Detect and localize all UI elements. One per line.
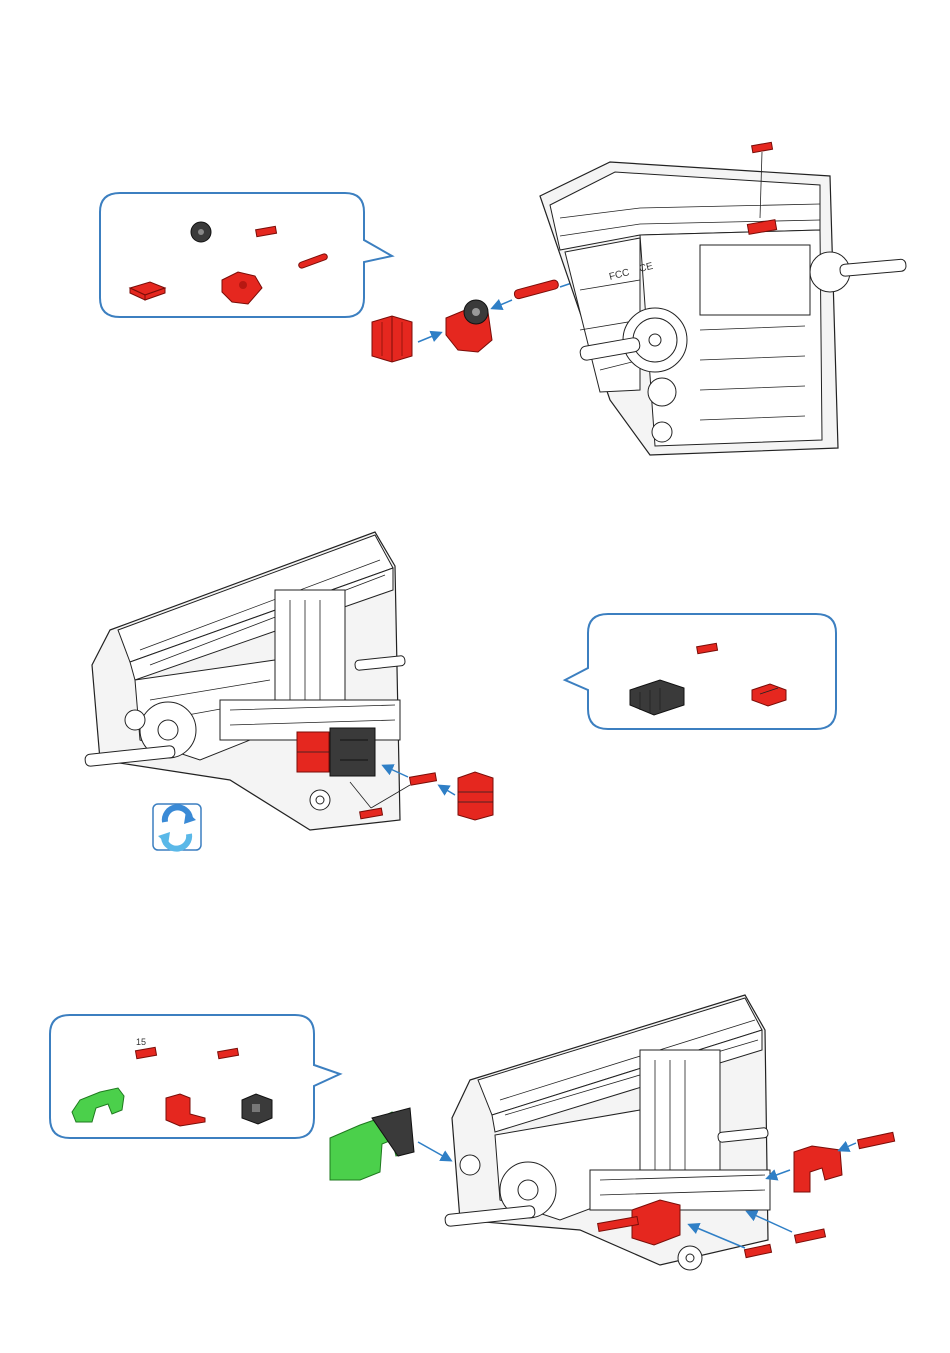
step-3-red-angle-part <box>794 1146 842 1192</box>
step-3-red-clip-mid <box>794 1229 825 1243</box>
small-gear-icon <box>648 378 676 406</box>
step-1-red-block <box>372 316 412 362</box>
rotate-icon <box>153 804 201 850</box>
step-3-red-clip-top <box>858 1132 895 1148</box>
step-3-model <box>445 995 770 1270</box>
step-1-parts-callout <box>100 193 392 317</box>
step-1-red-clip-top <box>752 142 773 152</box>
step-3-parts-callout: 15 <box>50 1015 340 1138</box>
step-1-red-hinge-with-wheel <box>446 300 492 352</box>
part-length-label: 15 <box>136 1037 146 1047</box>
step-2-red-clip <box>410 773 437 785</box>
step-3: 15 <box>50 995 895 1270</box>
step-1-model: FCC CE <box>540 162 906 455</box>
part-black-wheel-icon <box>191 222 211 242</box>
step-3-green-hook <box>330 1108 414 1180</box>
step-2-red-block <box>458 772 493 820</box>
step-2 <box>85 532 836 850</box>
step-2-model <box>85 532 406 830</box>
step-1-red-axle <box>513 279 559 299</box>
step-3-red-clip-low <box>744 1244 771 1257</box>
part-black-cube-icon <box>242 1094 272 1124</box>
small-gear-icon-2 <box>652 422 672 442</box>
step-2-parts-callout <box>565 614 836 729</box>
step-1: FCC CE <box>100 142 906 455</box>
